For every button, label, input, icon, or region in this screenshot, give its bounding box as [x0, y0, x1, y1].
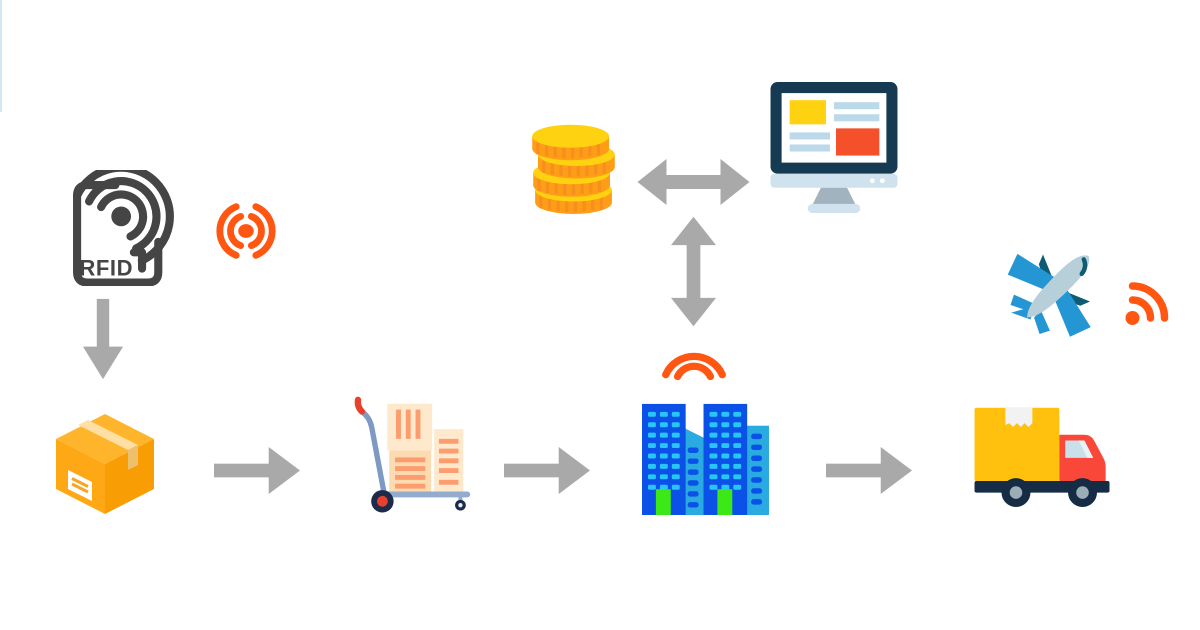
airplane-icon — [993, 224, 1121, 356]
rfid-label: RFID — [79, 256, 133, 281]
hand-truck-icon — [352, 394, 484, 513]
rfid-tag-icon: RFID — [62, 170, 178, 286]
monitor-icon — [768, 80, 900, 213]
package-box-icon — [46, 408, 164, 520]
edge-artifact-line — [0, 0, 2, 112]
broadcast-signal-icon — [202, 194, 290, 268]
tower-windows — [647, 411, 742, 490]
coin — [532, 124, 610, 161]
flow-arrow-down-icon — [82, 298, 124, 380]
wifi-signal-icon — [659, 340, 729, 382]
flow-arrow-right-1-icon — [214, 447, 300, 494]
truck-icon — [969, 400, 1116, 508]
flow-arrow-right-2-icon — [504, 447, 590, 494]
rss-signal-icon — [1121, 271, 1180, 329]
flow-arrow-right-3-icon — [826, 447, 912, 494]
double-arrow-horizontal-icon — [637, 159, 750, 205]
double-arrow-vertical-icon — [671, 214, 716, 329]
buildings-icon — [640, 392, 771, 515]
coins-icon — [527, 118, 621, 214]
